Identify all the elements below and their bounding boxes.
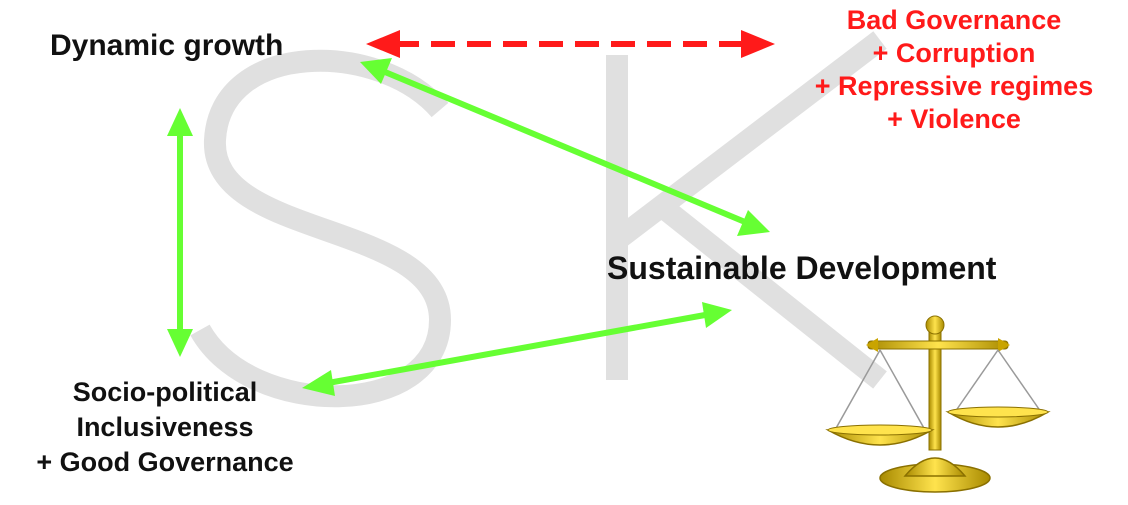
corruption-line: + Corruption — [872, 38, 1036, 68]
arrow-growth-sustainable — [360, 58, 770, 236]
arrow-growth-socio — [167, 108, 193, 357]
node-dynamic-growth: Dynamic growth — [50, 29, 284, 62]
positive-link-arrows — [167, 58, 770, 396]
bad-governance-line: Bad Governance — [846, 5, 1062, 35]
balance-scale-icon — [825, 315, 1051, 493]
node-socio-political: Socio-political Inclusiveness + Good Gov… — [0, 375, 330, 480]
negative-link-arrow — [366, 30, 775, 58]
socio-political-line: Socio-political — [72, 377, 258, 407]
repressive-regimes-line: + Repressive regimes — [814, 71, 1094, 101]
inclusiveness-line: Inclusiveness — [76, 412, 254, 442]
node-bad-governance: Bad Governance + Corruption + Repressive… — [790, 4, 1118, 136]
violence-line: + Violence — [887, 104, 1021, 134]
good-governance-line: + Good Governance — [36, 447, 294, 477]
arrow-socio-sustainable — [302, 302, 732, 396]
node-sustainable-development: Sustainable Development — [607, 250, 997, 286]
watermark-sk — [190, 31, 887, 408]
